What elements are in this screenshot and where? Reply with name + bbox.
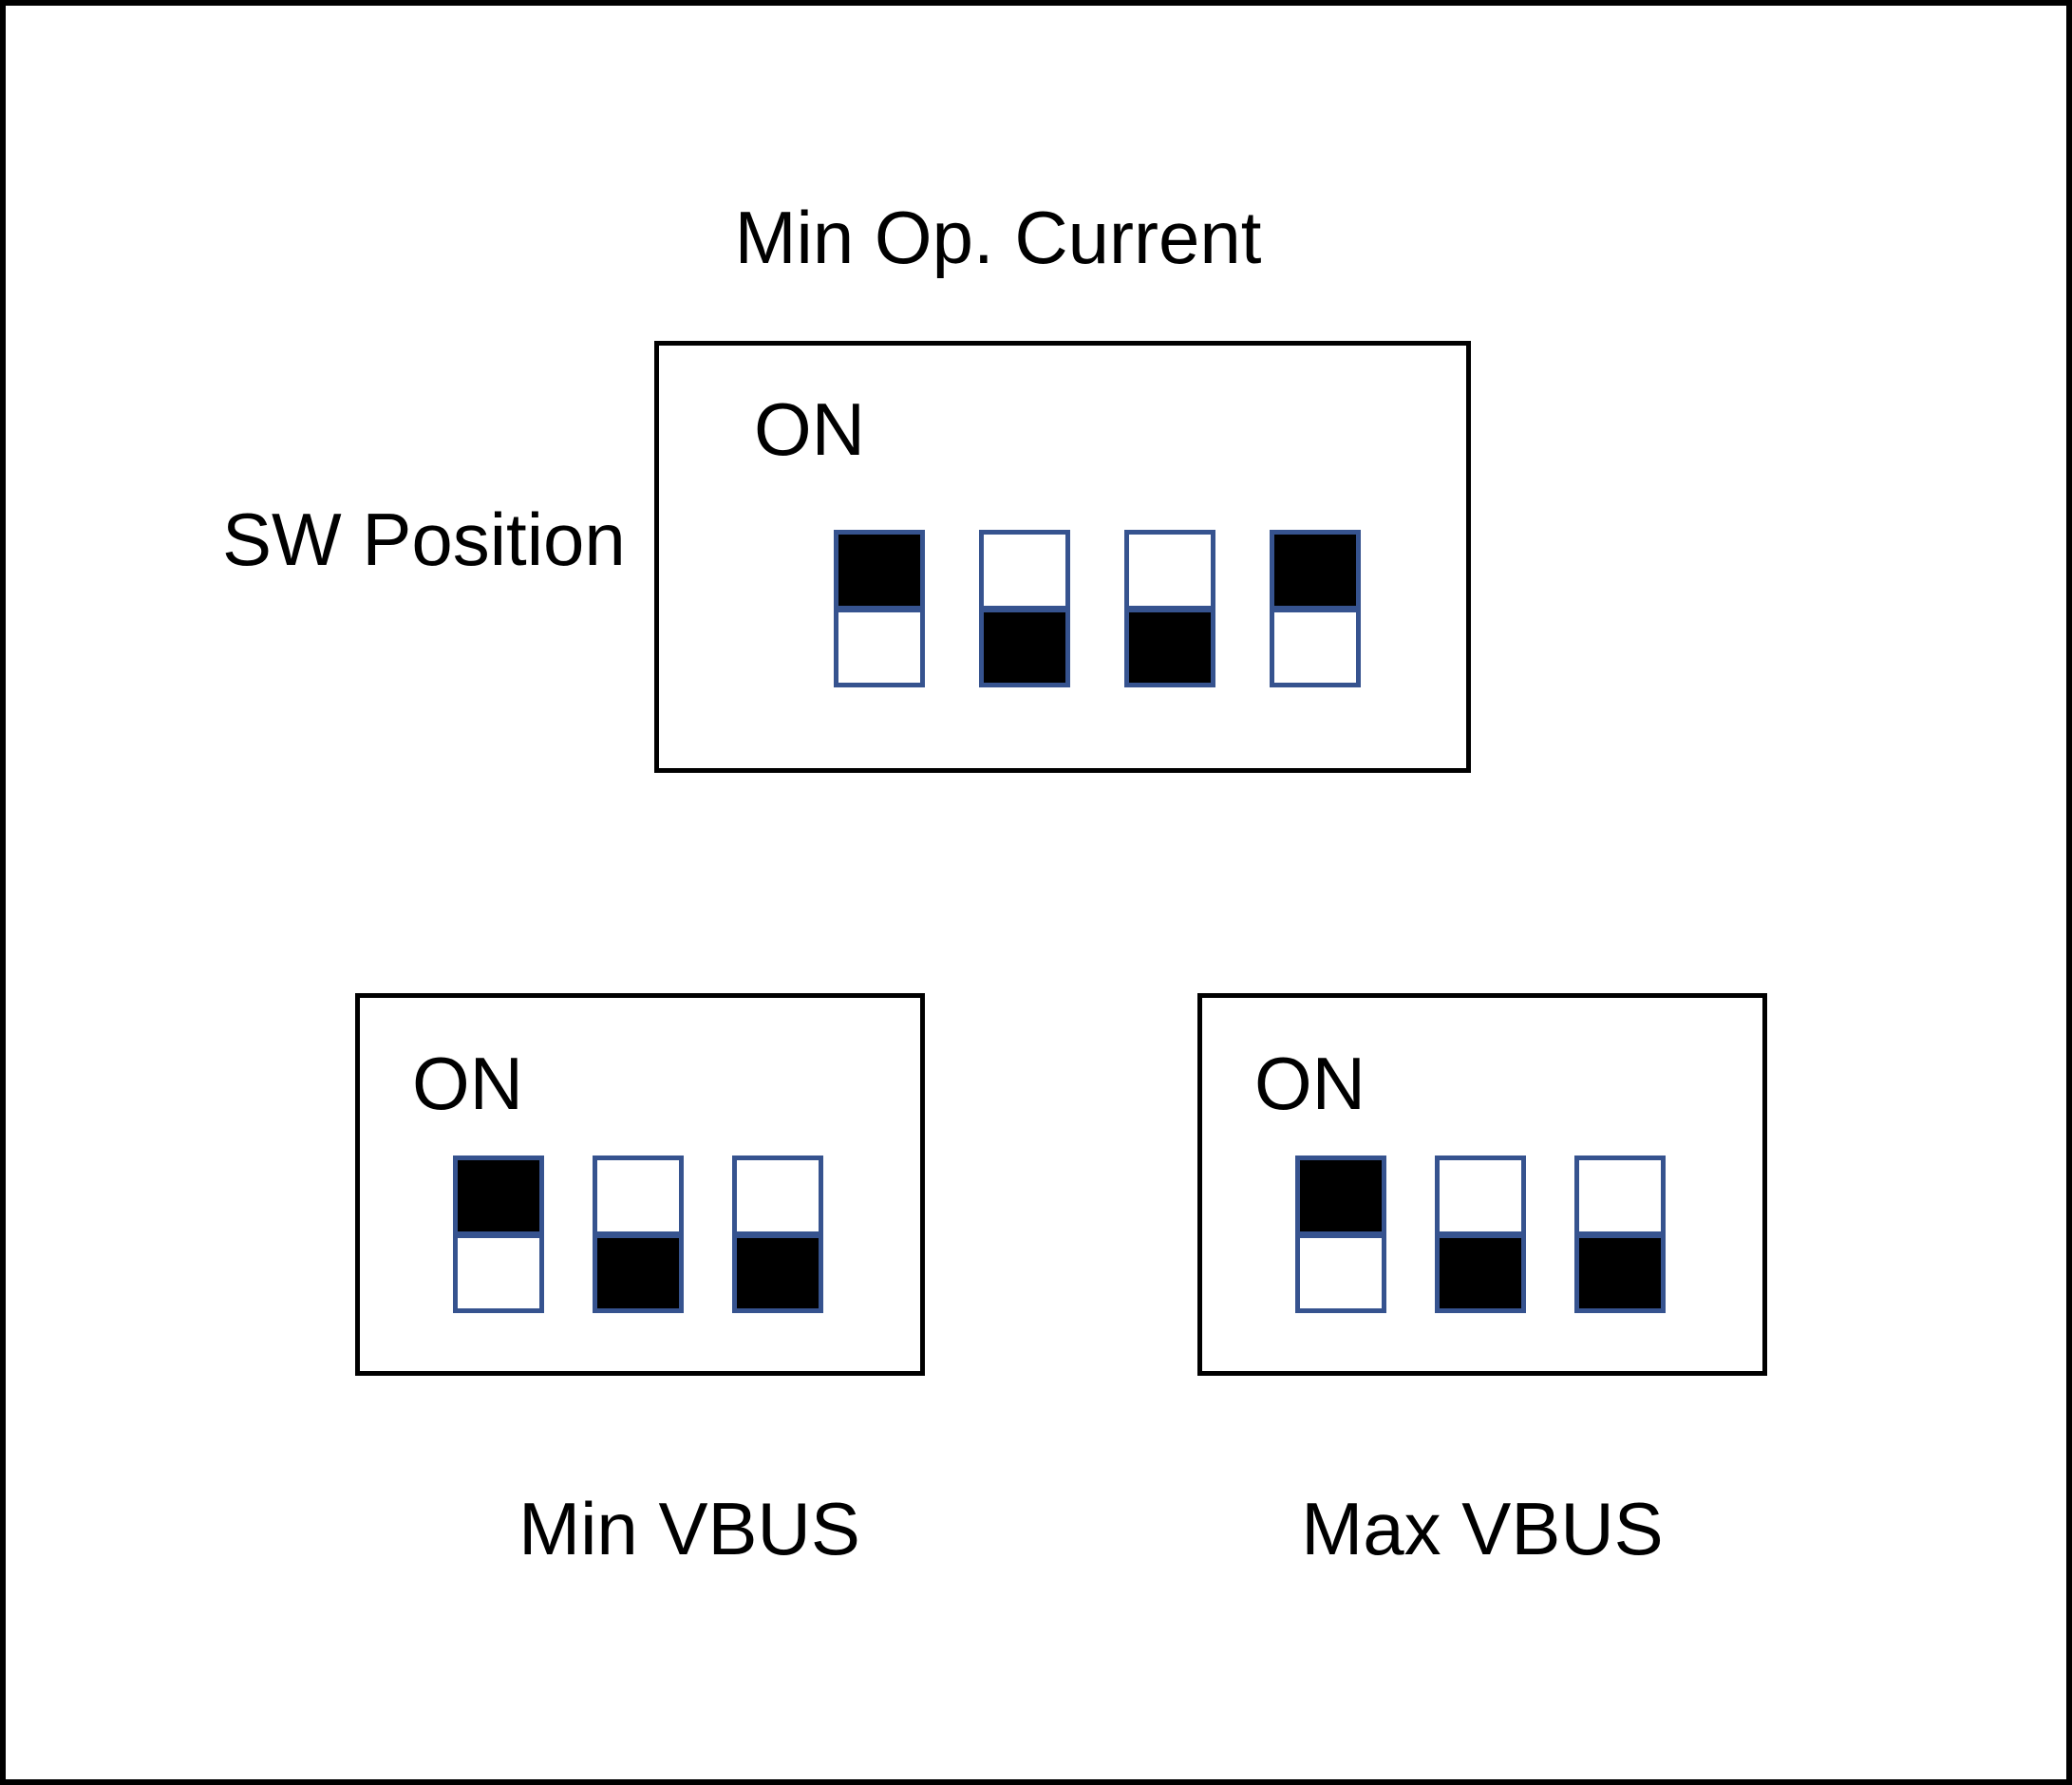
switch-off-half [1579, 1237, 1661, 1308]
panel-title-max-vbus: Max VBUS [1301, 1487, 1664, 1570]
switch-off-half [737, 1237, 819, 1308]
dip-switch-4 [1270, 530, 1361, 687]
switch-on-half [1274, 535, 1356, 612]
switch-on-half [737, 1160, 819, 1238]
dip-switch-2 [593, 1156, 684, 1313]
switch-on-half [1440, 1160, 1521, 1238]
sw-position-label: SW Position [222, 498, 626, 581]
switch-off-half [1129, 611, 1211, 683]
switch-on-half [597, 1160, 679, 1238]
switch-off-half [1440, 1237, 1521, 1308]
switch-off-half [1274, 612, 1356, 684]
switch-on-half [1300, 1160, 1382, 1238]
switch-on-half [458, 1160, 539, 1238]
switch-on-half [984, 535, 1065, 612]
dip-switch-1 [1295, 1156, 1386, 1313]
dip-switch-2 [979, 530, 1070, 687]
switch-off-half [838, 612, 920, 684]
dip-panel-min-op-current: ON [654, 341, 1471, 773]
panel-title-min-vbus: Min VBUS [518, 1487, 860, 1570]
dip-panel-min-vbus: ON [355, 993, 925, 1376]
dip-switch-1 [453, 1156, 544, 1313]
dip-panel-max-vbus: ON [1197, 993, 1767, 1376]
switch-on-half [1129, 535, 1211, 612]
switch-off-half [597, 1237, 679, 1308]
panel-title-min-op-current: Min Op. Current [734, 196, 1262, 279]
on-direction-label: ON [754, 387, 865, 471]
switch-row-min-op-current [834, 530, 1361, 687]
switch-on-half [838, 535, 920, 612]
switch-on-half [1579, 1160, 1661, 1238]
switch-off-half [458, 1238, 539, 1309]
switch-off-half [984, 611, 1065, 683]
dip-switch-3 [1574, 1156, 1666, 1313]
dip-switch-3 [1124, 530, 1215, 687]
switch-off-half [1300, 1238, 1382, 1309]
dip-switch-3 [732, 1156, 823, 1313]
dip-switch-2 [1435, 1156, 1526, 1313]
on-direction-label: ON [1254, 1042, 1366, 1125]
switch-row-min-vbus [453, 1156, 823, 1313]
switch-row-max-vbus [1295, 1156, 1666, 1313]
dip-switch-1 [834, 530, 925, 687]
on-direction-label: ON [412, 1042, 523, 1125]
